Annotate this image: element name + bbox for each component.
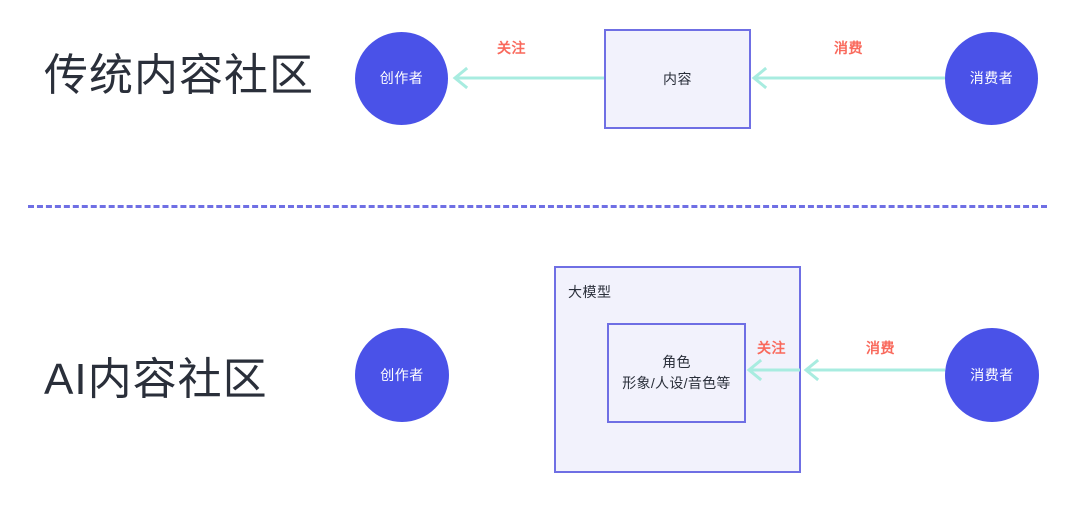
node-content-box[interactable]: 内容 bbox=[604, 29, 751, 129]
arrow-left-consumer-to-content-icon bbox=[751, 66, 945, 90]
node-consumer-ai-label: 消费者 bbox=[970, 366, 1014, 383]
node-content-label: 内容 bbox=[663, 71, 692, 87]
node-creator-traditional-label: 创作者 bbox=[379, 70, 424, 87]
arrow-left-content-to-creator-icon bbox=[452, 66, 604, 90]
edge-label-consume-traditional: 消费 bbox=[834, 40, 863, 56]
node-bigmodel-label: 大模型 bbox=[568, 284, 612, 300]
arrow-left-consumer-to-bigmodel-icon bbox=[803, 358, 945, 382]
edge-label-consume-ai: 消费 bbox=[866, 340, 895, 356]
node-creator-traditional[interactable]: 创作者 bbox=[355, 32, 448, 125]
node-role-detail: 形象/人设/音色等 bbox=[622, 375, 731, 391]
node-consumer-traditional[interactable]: 消费者 bbox=[945, 32, 1038, 125]
node-consumer-traditional-label: 消费者 bbox=[969, 70, 1014, 87]
node-role-title: 角色 bbox=[662, 354, 691, 370]
node-consumer-ai[interactable]: 消费者 bbox=[945, 328, 1039, 422]
edge-label-follow-ai: 关注 bbox=[757, 340, 786, 356]
edge-label-follow-traditional: 关注 bbox=[497, 40, 526, 56]
section-divider bbox=[28, 205, 1047, 208]
node-role-box[interactable]: 角色 形象/人设/音色等 bbox=[607, 323, 746, 423]
node-creator-ai-label: 创作者 bbox=[380, 366, 424, 383]
section-title-traditional: 传统内容社区 bbox=[44, 51, 314, 100]
node-creator-ai[interactable]: 创作者 bbox=[355, 328, 449, 422]
section-title-ai: AI内容社区 bbox=[44, 355, 268, 404]
